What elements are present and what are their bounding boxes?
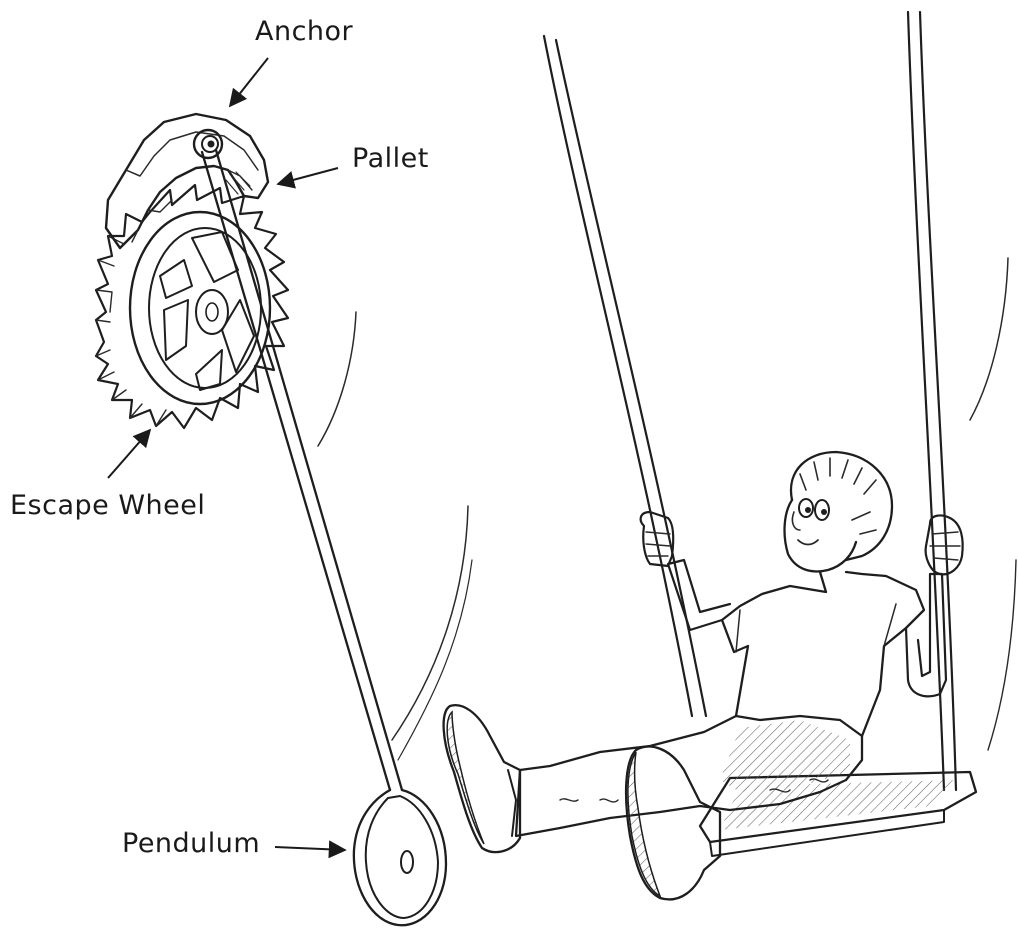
pendulum-arrow <box>275 847 345 850</box>
pallet-arrow <box>278 168 338 184</box>
anchor-drawing <box>106 114 268 248</box>
motion-lines <box>318 258 1016 760</box>
escape-wheel-arrow <box>108 430 150 478</box>
escape-wheel-drawing <box>96 185 288 428</box>
anchor-label: Anchor <box>255 16 353 47</box>
pallet-label: Pallet <box>352 143 429 174</box>
escape-wheel-label: Escape Wheel <box>10 490 205 521</box>
anchor-arrow <box>230 58 268 106</box>
pendulum-drawing <box>202 150 446 925</box>
pendulum-label: Pendulum <box>122 828 260 859</box>
